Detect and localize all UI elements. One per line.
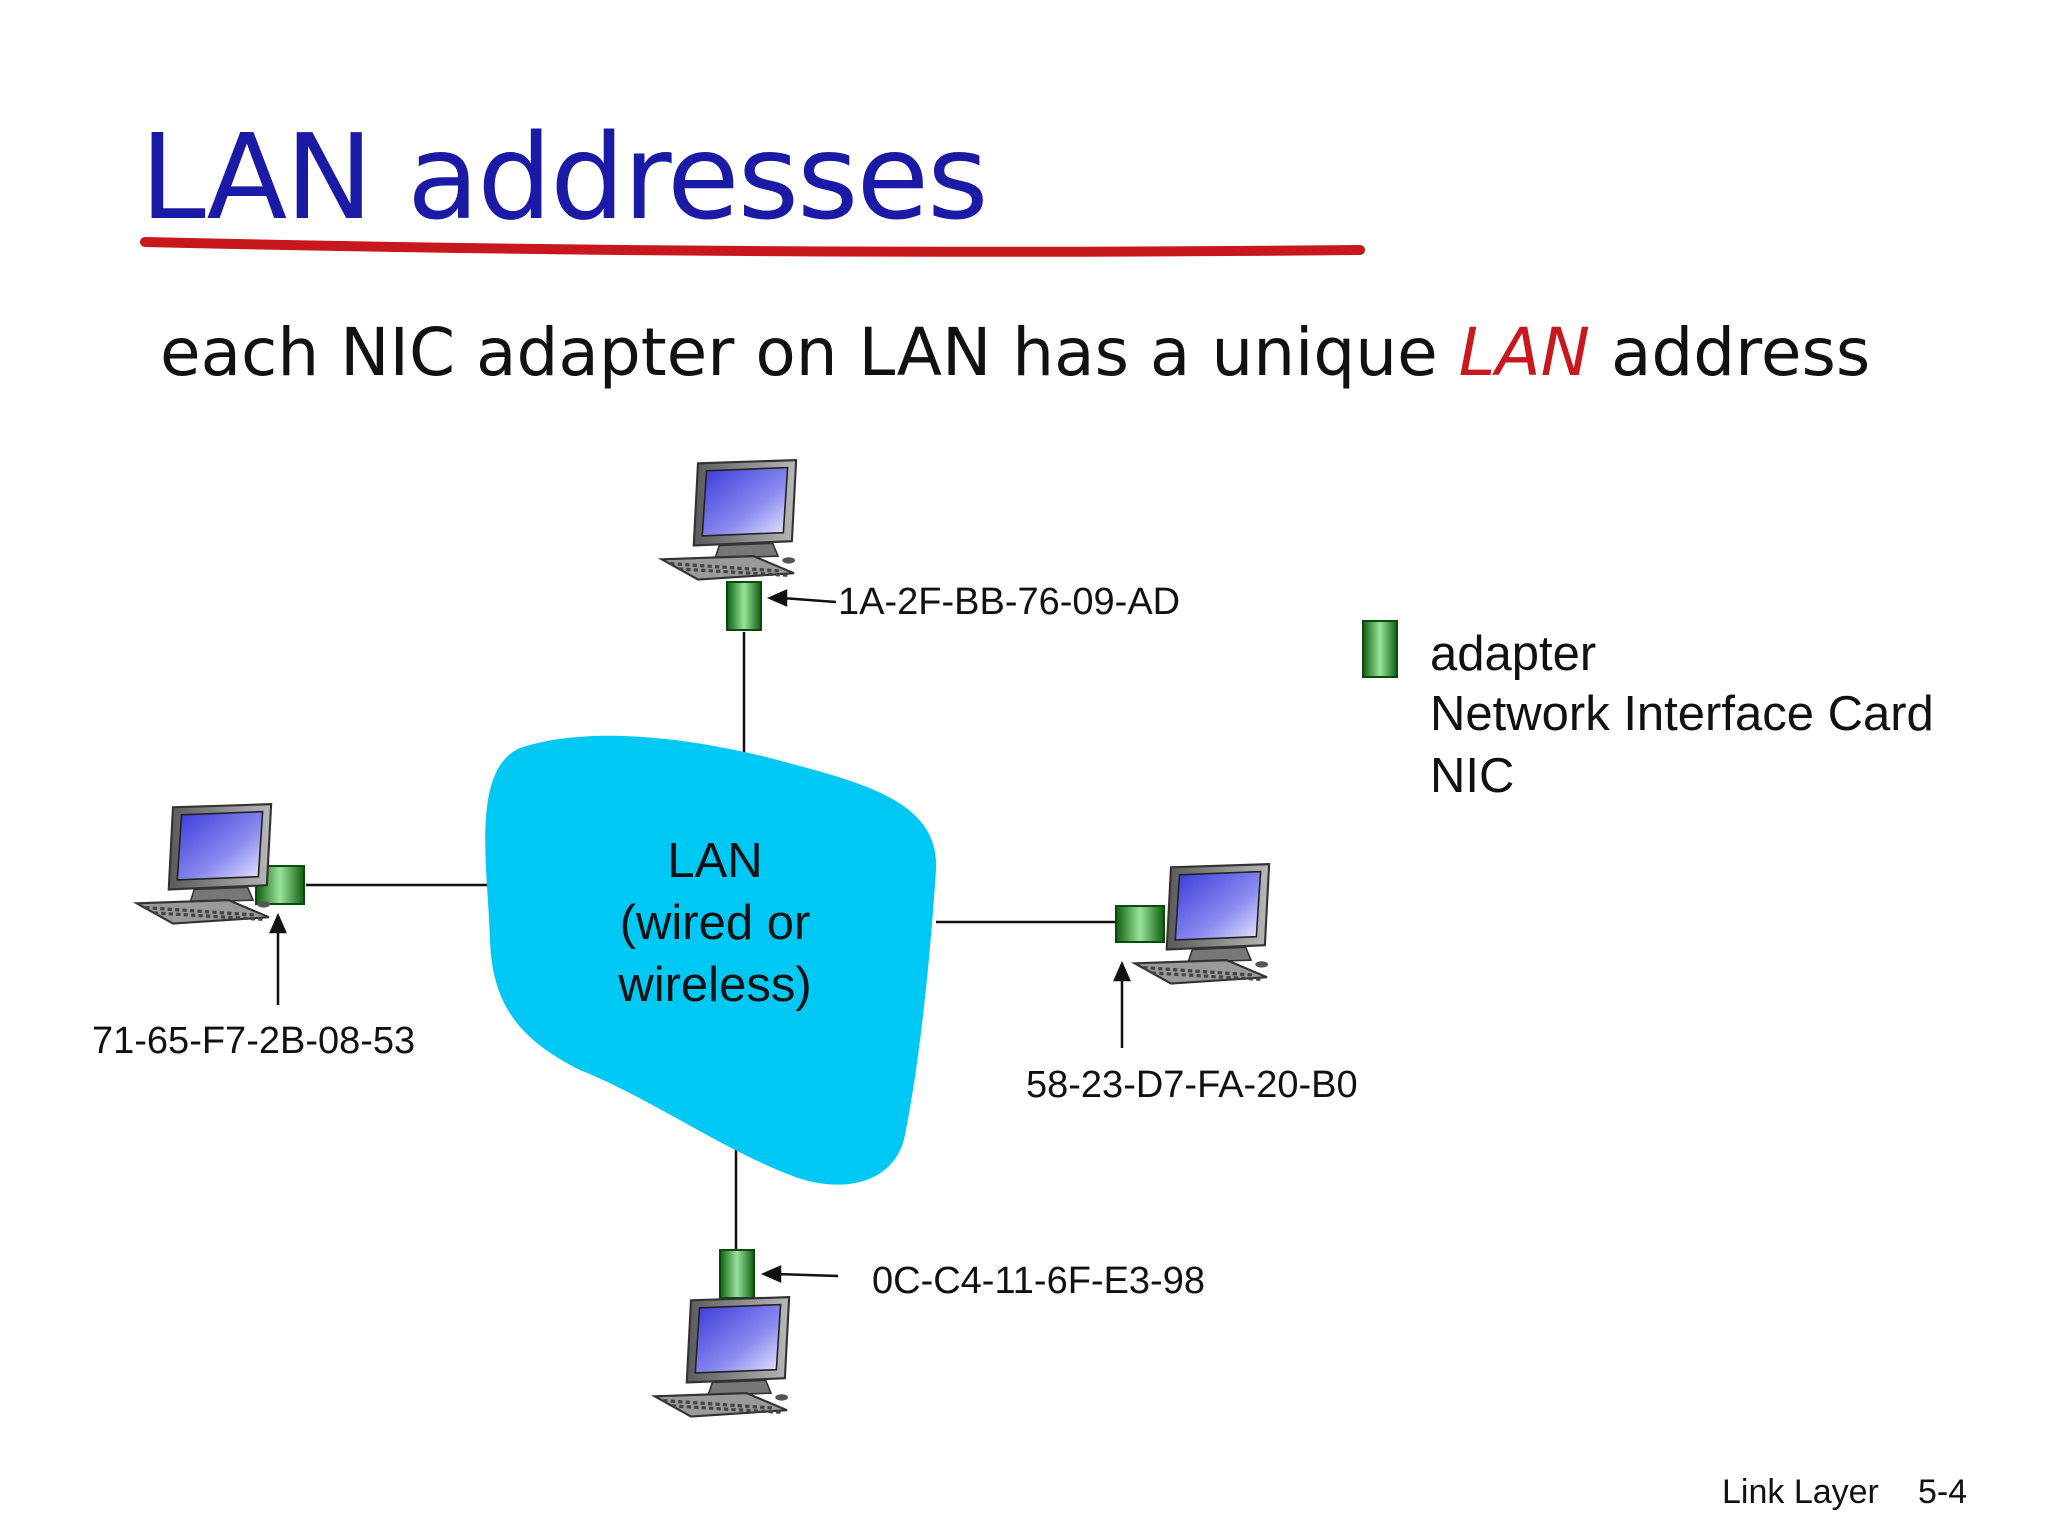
subtitle-text-before: each NIC adapter on LAN has a unique <box>160 314 1459 391</box>
title-underline <box>140 237 1365 257</box>
nic-bottom <box>719 1249 755 1299</box>
footer-section: Link Layer <box>1722 1473 1879 1511</box>
subtitle-text-after: address <box>1589 314 1871 391</box>
lan-label-line: (wired or <box>619 896 811 950</box>
legend-line-adapter: adapter <box>1430 627 1597 681</box>
slide-title: LAN addresses <box>140 108 989 246</box>
mac-address-left: 71-65-F7-2B-08-53 <box>92 1020 416 1062</box>
arrow-bottom <box>775 1272 839 1278</box>
lan-label-line: LAN <box>667 834 763 888</box>
nic-right <box>1115 905 1165 943</box>
legend-nic-icon <box>1362 620 1398 678</box>
slide-subtitle: each NIC adapter on LAN has a unique LAN… <box>160 320 1870 386</box>
computer-left <box>135 802 273 926</box>
lan-cloud <box>485 735 937 1185</box>
arrow-top <box>781 596 837 604</box>
nic-top <box>726 581 762 631</box>
mac-address-bottom: 0C-C4-11-6F-E3-98 <box>872 1260 1205 1302</box>
subtitle-emphasis: LAN <box>1458 314 1590 391</box>
mac-address-top: 1A-2F-BB-76-09-AD <box>838 581 1181 623</box>
lan-label-line: wireless) <box>618 958 812 1012</box>
lan-label: LAN (wired or wireless) <box>600 830 830 1016</box>
computer-bottom <box>653 1295 791 1419</box>
legend-line-nic: NIC <box>1430 749 1515 803</box>
legend-line-nic-full: Network Interface Card <box>1430 687 1934 741</box>
footer-page-number: 5-4 <box>1918 1473 1968 1511</box>
computer-top <box>660 458 798 582</box>
mac-address-right: 58-23-D7-FA-20-B0 <box>1026 1064 1358 1106</box>
